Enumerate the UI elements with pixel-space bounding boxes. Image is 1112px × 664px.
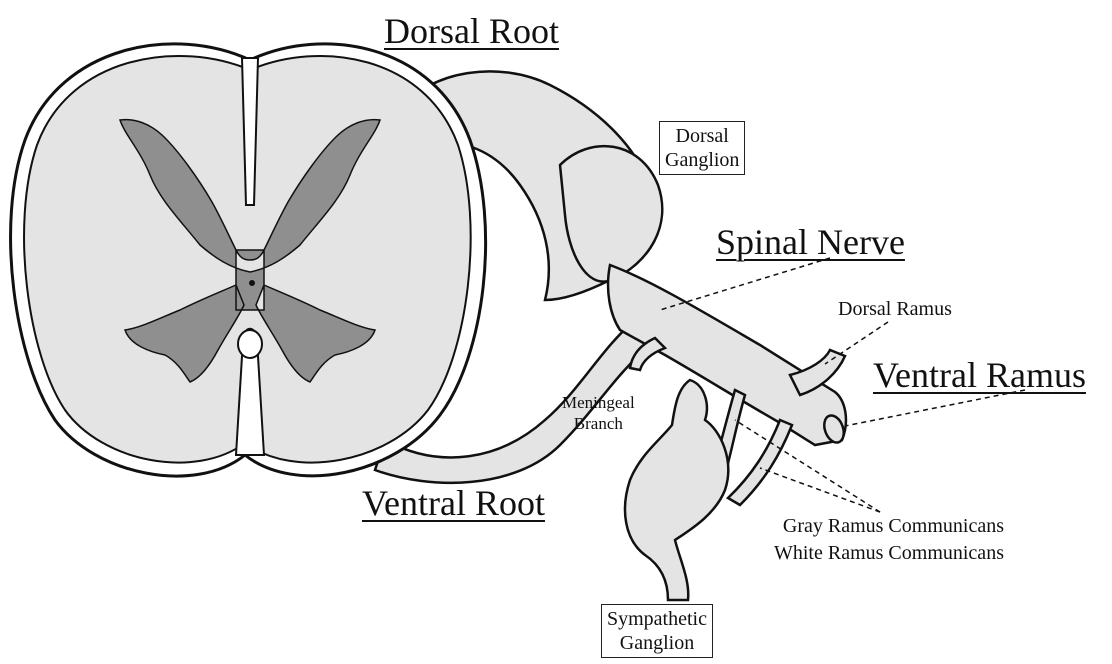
dorsal-ramus-label: Dorsal Ramus	[838, 298, 952, 320]
meningeal-branch-line-2: Branch	[562, 413, 635, 434]
white-ramus-label: White Ramus Communicans	[774, 540, 1004, 567]
sympathetic-ganglion-label: Sympathetic Ganglion	[601, 604, 713, 658]
gray-ramus-label: Gray Ramus Communicans	[774, 513, 1004, 540]
dorsal-ganglion-line-2: Ganglion	[665, 148, 739, 172]
ventral-root-label: Ventral Root	[362, 484, 545, 524]
dorsal-ganglion-line-1: Dorsal	[665, 124, 739, 148]
leader-white-ramus	[760, 468, 880, 512]
ventral-ramus-label: Ventral Ramus	[873, 356, 1086, 396]
dorsal-ramus-shape	[790, 350, 845, 395]
central-canal	[249, 280, 255, 286]
fissure-base	[238, 330, 262, 358]
dorsal-ganglion-label: Dorsal Ganglion	[659, 121, 745, 175]
meningeal-branch-label: Meningeal Branch	[562, 392, 635, 435]
rami-communicans-labels: Gray Ramus Communicans White Ramus Commu…	[774, 513, 1004, 567]
white-ramus-shape	[728, 420, 792, 505]
dorsal-median-sulcus	[242, 58, 258, 205]
dorsal-root-label: Dorsal Root	[384, 12, 559, 52]
meningeal-branch-line-1: Meningeal	[562, 392, 635, 413]
sympathetic-ganglion-shape	[625, 380, 728, 600]
sympathetic-ganglion-line-1: Sympathetic	[607, 607, 707, 631]
sympathetic-ganglion-line-2: Ganglion	[607, 631, 707, 655]
spinal-nerve-label: Spinal Nerve	[716, 223, 905, 263]
